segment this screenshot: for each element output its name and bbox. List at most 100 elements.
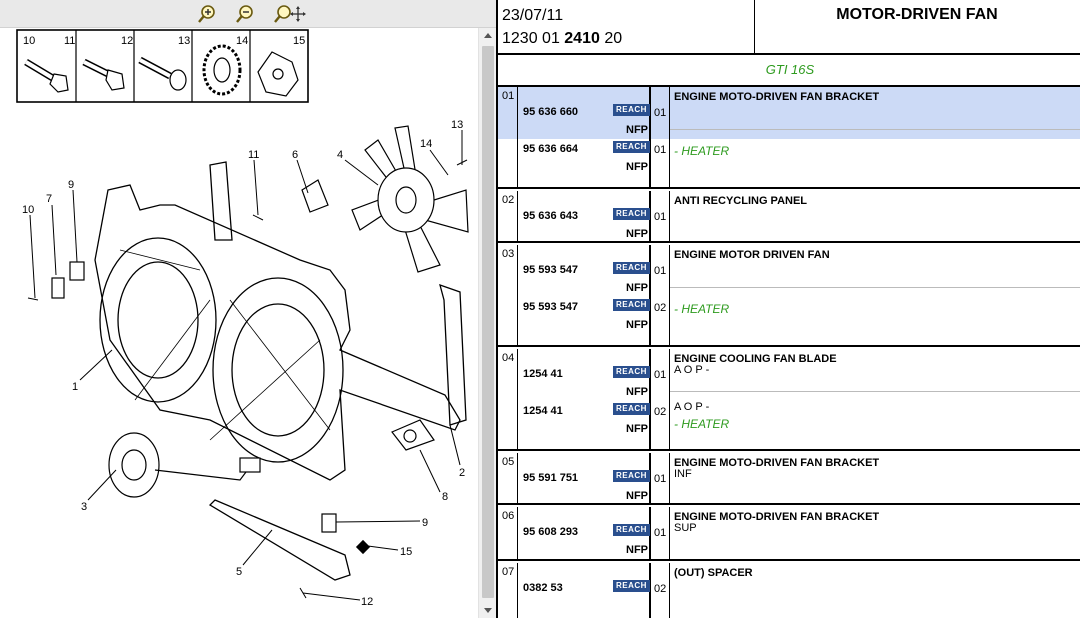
part-description: ENGINE COOLING FAN BLADE (674, 353, 837, 365)
mount-8 (391, 419, 435, 451)
part-description: ANTI RECYCLING PANEL (674, 195, 808, 207)
part-description: ENGINE MOTO-DRIVEN FAN BRACKET (674, 91, 880, 103)
column-divider (651, 191, 670, 241)
column-divider (651, 87, 670, 187)
reach-badge[interactable]: REACH (613, 104, 650, 116)
header-info: 23/07/11 1230 01 2410 20 (498, 0, 755, 53)
scroll-down-arrow-icon[interactable] (479, 602, 497, 618)
reach-badge[interactable]: REACH (613, 208, 650, 220)
bolt-12 (82, 58, 125, 91)
grommet-9-lower (321, 513, 337, 533)
callout-label: 14 (420, 138, 432, 150)
selected-row-highlight (498, 87, 1080, 139)
column-divider (498, 453, 518, 503)
reach-badge[interactable]: REACH (613, 366, 650, 378)
callout-label: 6 (292, 149, 298, 161)
part-number[interactable]: 95 593 547 (523, 264, 579, 276)
column-divider (518, 87, 651, 187)
reach-badge[interactable]: REACH (613, 299, 650, 311)
quantity: 01 (654, 211, 667, 223)
callout-label: 9 (422, 517, 428, 529)
quantity: 02 (654, 583, 667, 595)
variant-note: INF (674, 468, 692, 480)
scroll-up-arrow-icon[interactable] (479, 28, 497, 44)
callout-label: 9 (68, 179, 74, 191)
part-group-07[interactable]: 07 (OUT) SPACER 0382 53 REACH 02 (498, 563, 1080, 618)
column-divider (651, 507, 670, 559)
part-number[interactable]: 0382 53 (523, 582, 563, 594)
quantity: 02 (654, 302, 667, 314)
callout-label: 15 (400, 546, 412, 558)
reach-badge[interactable]: REACH (613, 524, 650, 536)
column-divider (518, 191, 651, 241)
inset-label: 15 (293, 35, 305, 47)
group-number: 04 (502, 352, 515, 364)
column-divider (518, 563, 651, 618)
part-number[interactable]: 95 636 643 (523, 210, 579, 222)
fastener-inset-box (16, 29, 309, 103)
model-label: GTI 16S (498, 55, 1080, 87)
part-number[interactable]: 95 636 664 (523, 143, 579, 155)
row-separator (670, 287, 1080, 288)
quantity: 01 (654, 527, 667, 539)
clip-6 (301, 179, 329, 213)
column-divider (518, 453, 651, 503)
group-number: 02 (502, 194, 515, 206)
reach-badge[interactable]: REACH (613, 580, 650, 592)
column-divider (498, 507, 518, 559)
inset-label: 14 (236, 35, 248, 47)
quantity: 01 (654, 369, 667, 381)
column-divider (651, 563, 670, 618)
column-divider (651, 349, 670, 449)
part-description: (OUT) SPACER (674, 567, 753, 579)
heater-note: - HEATER (674, 417, 730, 431)
column-divider (498, 349, 518, 449)
part-number[interactable]: 95 591 751 (523, 472, 579, 484)
part-number[interactable]: 95 593 547 (523, 301, 579, 313)
part-group-04[interactable]: 04 ENGINE COOLING FAN BLADE 1254 41 REACH 01… (498, 349, 1080, 451)
part-group-01[interactable]: 01 ENGINE MOTO-DRIVEN FAN BRACKET 95 636 6… (498, 87, 1080, 189)
vertical-scrollbar[interactable] (478, 28, 496, 618)
quantity: 01 (654, 473, 667, 485)
reach-badge[interactable]: REACH (613, 262, 650, 274)
nfp-label: NFP (626, 124, 648, 136)
clip-nut-15 (257, 51, 299, 97)
reach-badge[interactable]: REACH (613, 141, 650, 153)
column-divider (498, 191, 518, 241)
column-divider (518, 245, 651, 345)
reach-badge[interactable]: REACH (613, 403, 650, 415)
quantity: 02 (654, 406, 667, 418)
group-number: 07 (502, 566, 515, 578)
quantity: 01 (654, 144, 667, 156)
column-divider (518, 507, 651, 559)
heater-note: - HEATER (674, 302, 730, 316)
quantity: 01 (654, 107, 667, 119)
quantity: 01 (654, 265, 667, 277)
column-divider (518, 349, 651, 449)
zoom-out-icon[interactable] (234, 3, 256, 25)
part-number[interactable]: 95 636 660 (523, 106, 579, 118)
nfp-label: NFP (626, 544, 648, 556)
zoom-pan-icon[interactable] (272, 3, 306, 25)
exploded-diagram[interactable]: 10 11 12 13 14 15 13 11 6 4 14 9 7 10 1 … (0, 28, 478, 618)
inset-label: 11 (64, 35, 75, 47)
washer-14 (202, 44, 242, 96)
callout-labels: 10 11 12 13 14 15 13 11 6 4 14 9 7 10 1 … (22, 35, 465, 608)
part-number[interactable]: 95 608 293 (523, 526, 579, 538)
nfp-label: NFP (626, 423, 648, 435)
scroll-thumb[interactable] (482, 46, 494, 598)
part-number[interactable]: 1254 41 (523, 405, 563, 417)
part-description: ENGINE MOTO-DRIVEN FAN BRACKET (674, 457, 880, 469)
inset-label: 12 (121, 35, 133, 47)
nfp-label: NFP (626, 161, 648, 173)
inset-label: 13 (178, 35, 190, 47)
motor-3 (108, 432, 261, 498)
callout-label: 10 (22, 204, 34, 216)
reach-badge[interactable]: REACH (613, 470, 650, 482)
part-number[interactable]: 1254 41 (523, 368, 563, 380)
zoom-in-icon[interactable] (196, 3, 218, 25)
